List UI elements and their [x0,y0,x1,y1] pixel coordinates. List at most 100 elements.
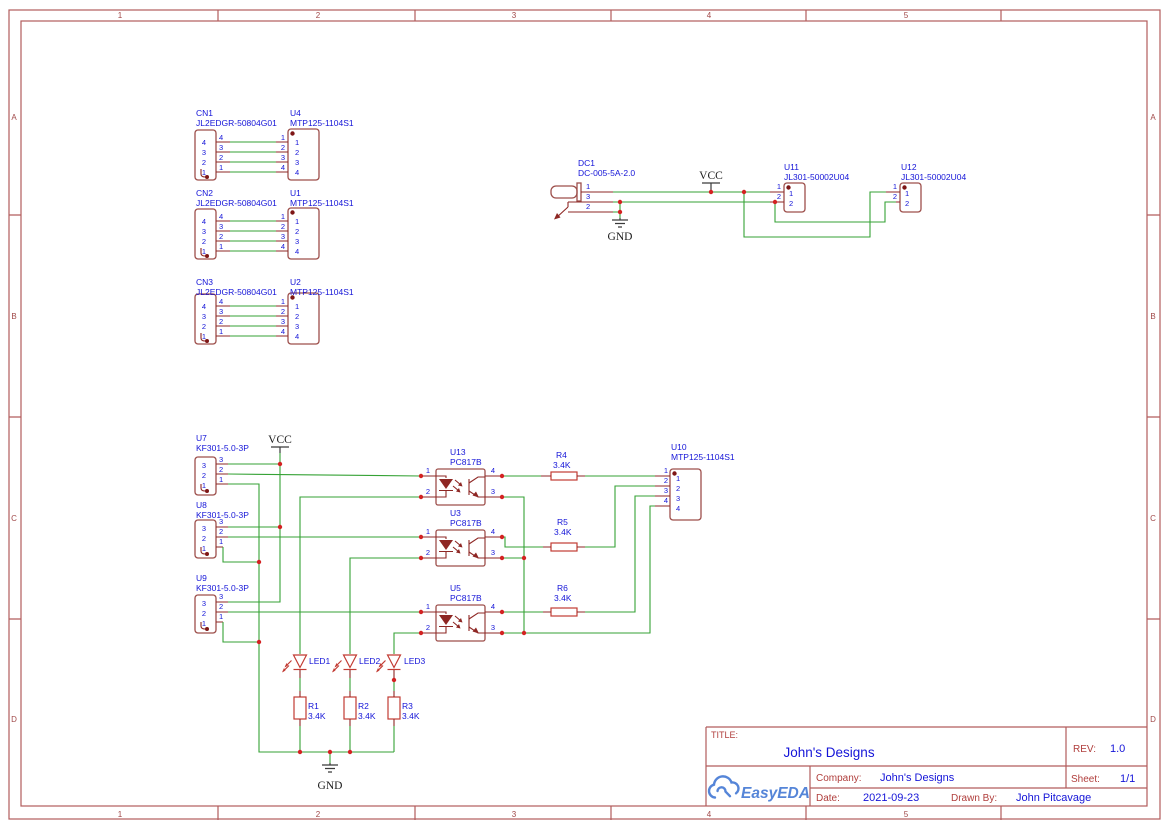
component-r1[interactable]: R1 3.4K [293,696,326,721]
value-label[interactable]: 3.4K [554,527,572,537]
net-label-vcc[interactable]: VCC [268,434,292,446]
component-u10[interactable]: U10 MTP125-1104S1 1 2 3 4 1 2 3 4 [655,442,735,521]
title-block[interactable]: TITLE: John's Designs REV: 1.0 Company: … [705,726,1147,806]
part-label[interactable]: JL301-50002U04 [901,172,966,182]
part-label[interactable]: DC-005-5A-2.0 [578,168,635,178]
value-label[interactable]: 3.4K [554,593,572,603]
net-label-gnd[interactable]: GND [318,780,343,792]
ref-label[interactable]: U5 [450,583,461,593]
ref-label[interactable]: R4 [556,450,567,460]
component-u3[interactable]: U3 PC817B 1 2 4 3 [420,508,503,567]
vcc-symbol-bottom[interactable]: VCC [268,434,292,453]
part-label[interactable]: KF301-5.0-3P [196,583,249,593]
component-cn2[interactable]: CN2 JL2EDGR-50804G01 4 3 2 1 [194,188,277,260]
net-gnd-rail[interactable] [222,483,394,763]
part-label[interactable]: MTP125-1104S1 [290,118,354,128]
component-r4[interactable]: R4 3.4K [541,450,585,481]
component-led2[interactable]: LED2 [331,654,381,674]
part-label[interactable]: PC817B [450,457,482,467]
ref-label[interactable]: U13 [450,447,466,457]
part-label[interactable]: JL301-50002U04 [784,172,849,182]
pin-number: 1 [676,474,680,483]
wires-cn1-u4[interactable]: 4 3 2 1 1 2 3 4 [216,133,288,173]
ref-label[interactable]: U1 [290,188,301,198]
component-cn3[interactable]: CN3 JL2EDGR-50804G01 4 3 2 1 [194,277,277,345]
part-label[interactable]: KF301-5.0-3P [196,510,249,520]
ref-label[interactable]: LED1 [309,656,331,666]
part-label[interactable]: JL2EDGR-50804G01 [196,118,277,128]
component-dc1[interactable]: DC1 DC-005-5A-2.0 1 3 2 [550,158,635,220]
pin-number: 2 [202,237,206,246]
net-opto-outputs[interactable] [502,475,655,634]
net-vcc-rail[interactable] [228,453,281,603]
ref-label[interactable]: U4 [290,108,301,118]
net-power-wires[interactable] [613,191,900,238]
value-label[interactable]: 3.4K [553,460,571,470]
ref-label[interactable]: U8 [196,500,207,510]
wires-cn2-u1[interactable]: 4 3 2 1 1 2 3 4 [216,212,288,252]
wires-cn3-u2[interactable]: 4 3 2 1 1 2 3 4 [216,297,288,337]
component-u2[interactable]: U2 MTP125-1104S1 1 2 3 4 [287,277,354,345]
component-u4[interactable]: U4 MTP125-1104S1 1 2 3 4 [287,108,354,181]
component-led3[interactable]: LED3 [375,654,426,674]
ref-label[interactable]: U9 [196,573,207,583]
net-led-columns[interactable] [299,670,395,752]
gnd-symbol-top[interactable]: GND [608,218,633,243]
ref-label[interactable]: CN2 [196,188,213,198]
value-label[interactable]: 3.4K [308,711,326,721]
component-r6[interactable]: R6 3.4K [543,583,585,617]
component-led1[interactable]: LED1 [281,654,331,674]
component-u8[interactable]: U8 KF301-5.0-3P 3 2 1 3 2 1 [194,500,249,559]
sheet-value[interactable]: 1/1 [1120,773,1135,785]
ref-label[interactable]: R3 [402,701,413,711]
part-label[interactable]: PC817B [450,593,482,603]
component-u9[interactable]: U9 KF301-5.0-3P 3 2 1 3 2 1 [194,573,249,634]
part-label[interactable]: JL2EDGR-50804G01 [196,287,277,297]
component-r2[interactable]: R2 3.4K [343,696,376,721]
net-label-vcc[interactable]: VCC [699,170,723,182]
value-label[interactable]: 3.4K [402,711,420,721]
ref-label[interactable]: R2 [358,701,369,711]
part-label[interactable]: PC817B [450,518,482,528]
component-r5[interactable]: R5 3.4K [543,517,585,552]
gnd-symbol-bottom[interactable]: GND [318,763,343,792]
part-label[interactable]: MTP125-1104S1 [290,287,354,297]
vcc-symbol-top[interactable]: VCC [699,170,723,192]
ref-label[interactable]: CN3 [196,277,213,287]
part-label[interactable]: JL2EDGR-50804G01 [196,198,277,208]
date-value[interactable]: 2021-09-23 [863,792,919,804]
sheet-title[interactable]: John's Designs [783,745,874,760]
ref-label[interactable]: R6 [557,583,568,593]
component-u12[interactable]: U12 JL301-50002U04 1 2 1 2 [893,162,967,213]
ref-label[interactable]: U10 [671,442,687,452]
ref-label[interactable]: U2 [290,277,301,287]
value-label[interactable]: 3.4K [358,711,376,721]
rev-value[interactable]: 1.0 [1110,743,1125,755]
net-label-gnd[interactable]: GND [608,231,633,243]
ref-label[interactable]: U7 [196,433,207,443]
ref-label[interactable]: R5 [557,517,568,527]
ref-label[interactable]: LED2 [359,656,381,666]
component-u11[interactable]: U11 JL301-50002U04 1 2 1 2 [777,162,850,213]
company-value[interactable]: John's Designs [880,772,955,784]
part-label[interactable]: KF301-5.0-3P [196,443,249,453]
part-label[interactable]: MTP125-1104S1 [671,452,735,462]
ref-label[interactable]: U12 [901,162,917,172]
component-u7[interactable]: U7 KF301-5.0-3P 3 2 1 3 2 1 [194,433,249,496]
component-cn1[interactable]: CN1 JL2EDGR-50804G01 4 3 2 1 [194,108,277,181]
component-u5[interactable]: U5 PC817B 1 2 4 3 [420,583,503,642]
component-u1[interactable]: U1 MTP125-1104S1 1 2 3 4 [287,188,354,260]
ref-label[interactable]: U3 [450,508,461,518]
net-opto-inputs[interactable] [227,473,422,654]
pin-number: 2 [426,487,430,496]
component-r3[interactable]: R3 3.4K [387,696,420,721]
ref-label[interactable]: CN1 [196,108,213,118]
ref-label[interactable]: DC1 [578,158,595,168]
drawn-by-value[interactable]: John Pitcavage [1016,792,1091,804]
part-label[interactable]: MTP125-1104S1 [290,198,354,208]
ref-label[interactable]: U11 [784,162,799,172]
ref-label[interactable]: LED3 [404,656,426,666]
component-u13[interactable]: U13 PC817B 1 2 4 3 [420,447,503,506]
ref-label[interactable]: R1 [308,701,319,711]
